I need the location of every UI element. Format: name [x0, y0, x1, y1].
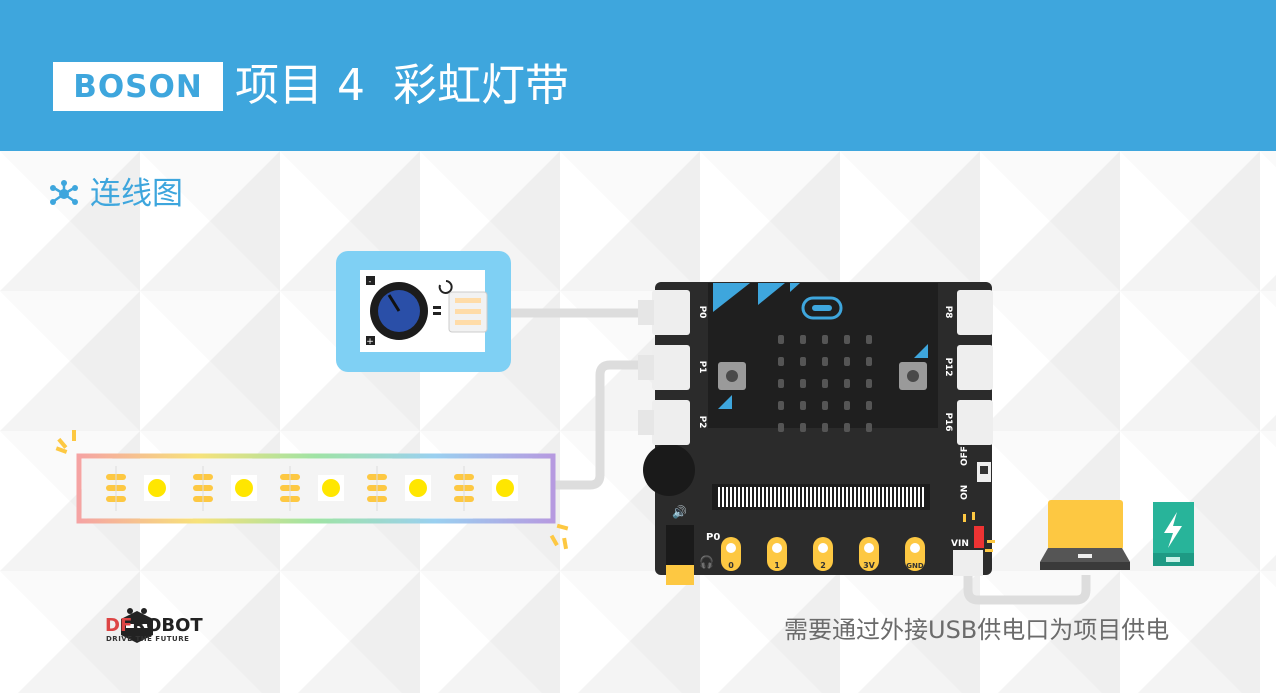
- pad-0: 0: [721, 537, 741, 571]
- matrix-led: [866, 423, 872, 432]
- rainbow-led-strip: [55, 430, 569, 550]
- port-p0: P0: [638, 290, 707, 335]
- matrix-led: [866, 401, 872, 410]
- matrix-led: [822, 423, 828, 432]
- sparkle-icon: [55, 430, 569, 550]
- p0-audio-label: P0: [706, 532, 720, 543]
- buzzer: [643, 444, 695, 496]
- port-label: P1: [697, 361, 707, 374]
- matrix-led: [800, 335, 806, 344]
- matrix-led: [778, 423, 784, 432]
- pad-label: 1: [774, 561, 780, 570]
- logo-wordmark-dark: ROBOT: [132, 615, 203, 636]
- pad-label: 3V: [863, 561, 876, 570]
- matrix-led: [866, 335, 872, 344]
- port-p12: P12: [943, 345, 993, 390]
- pad-2: 2: [813, 537, 833, 571]
- switch-on-label: ON: [960, 485, 970, 500]
- port-label: P12: [943, 357, 953, 376]
- vin-label: VIN: [951, 539, 969, 549]
- logo-tagline: DRIVE THE FUTURE: [106, 635, 190, 643]
- page-title: 项目 4 彩虹灯带: [235, 60, 569, 111]
- power-note: 需要通过外接USB供电口为项目供电: [784, 616, 1170, 644]
- pin-minus-label: -: [369, 277, 372, 286]
- matrix-led: [844, 335, 850, 344]
- pad-label: GND: [906, 562, 924, 570]
- led-light: [496, 479, 514, 497]
- brand-badge: BOSON: [53, 62, 223, 111]
- pad-1: 1: [767, 537, 787, 571]
- header-bar: BOSON 项目 4 彩虹灯带: [0, 0, 1276, 151]
- matrix-led: [866, 357, 872, 366]
- matrix-led: [800, 401, 806, 410]
- matrix-led: [800, 423, 806, 432]
- matrix-led: [778, 401, 784, 410]
- matrix-led: [822, 357, 828, 366]
- led-segment: [106, 466, 170, 511]
- led-segment: [193, 466, 257, 511]
- matrix-led: [844, 401, 850, 410]
- pad-gnd: GND: [905, 537, 925, 571]
- matrix-led: [778, 335, 784, 344]
- battery-icon: [1153, 502, 1194, 566]
- port-p8: P8: [943, 290, 993, 335]
- logo-wordmark: DFROBOT: [105, 617, 203, 635]
- vin-sparkle-icon: [963, 512, 995, 552]
- matrix-led: [844, 379, 850, 388]
- network-icon: [50, 180, 78, 205]
- pad-3v: 3V: [859, 537, 879, 571]
- usb-power-port: [953, 550, 983, 576]
- led-segment: [280, 466, 344, 511]
- port-label: P16: [943, 412, 953, 431]
- port-p1: P1: [638, 345, 707, 390]
- matrix-led: [866, 379, 872, 388]
- cable-vin: [963, 575, 1091, 605]
- port-label: P8: [943, 306, 953, 319]
- port-p16: P16: [943, 400, 993, 445]
- led-light: [148, 479, 166, 497]
- matrix-led: [822, 401, 828, 410]
- matrix-led: [844, 357, 850, 366]
- dfrobot-logo: [121, 608, 153, 643]
- pad-label: 0: [728, 561, 734, 570]
- led-light: [235, 479, 253, 497]
- matrix-led: [778, 357, 784, 366]
- switch-off-label: OFF: [960, 446, 970, 466]
- port-label: P0: [697, 306, 707, 319]
- port-label: P2: [697, 416, 707, 429]
- vin-indicator: [974, 526, 984, 548]
- led-matrix: [778, 335, 872, 432]
- matrix-led: [800, 379, 806, 388]
- matrix-led: [822, 379, 828, 388]
- led-segment: [454, 466, 518, 511]
- port-p2: P2: [638, 400, 707, 445]
- matrix-led: [844, 423, 850, 432]
- rotate-arrow-icon: [438, 280, 453, 294]
- matrix-led: [800, 357, 806, 366]
- matrix-led: [822, 335, 828, 344]
- matrix-led: [778, 379, 784, 388]
- sound-icon: 🔊: [672, 504, 687, 519]
- cable-p1: [553, 360, 650, 490]
- pin-plus-label: +: [366, 337, 374, 347]
- laptop-icon: [1040, 500, 1130, 570]
- headphone-icon: 🎧: [699, 555, 714, 569]
- led-light: [409, 479, 427, 497]
- pad-label: 2: [820, 561, 826, 570]
- brand-text: BOSON: [73, 68, 203, 105]
- led-light: [322, 479, 340, 497]
- led-segment: [367, 466, 431, 511]
- section-title: 连线图: [90, 176, 183, 212]
- rotation-sensor-module: - +: [336, 251, 511, 372]
- logo-wordmark-red: DF: [105, 615, 133, 636]
